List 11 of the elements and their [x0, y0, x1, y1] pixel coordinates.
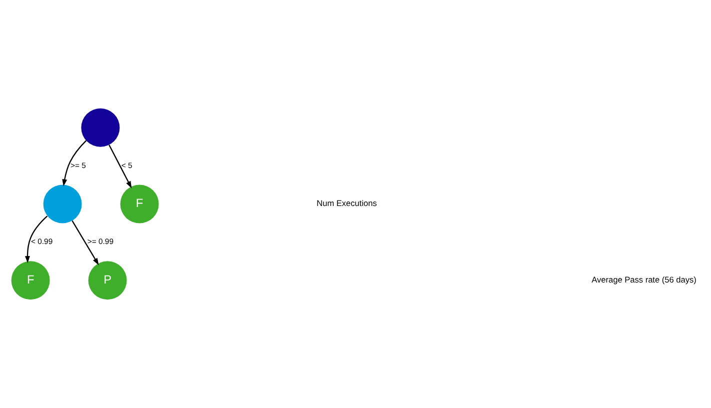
arrow [108, 144, 132, 188]
node-circle [81, 108, 120, 147]
arrow [24, 216, 48, 264]
node-circle: F [120, 184, 159, 224]
node-circle [43, 184, 82, 224]
node-circle: F [11, 261, 50, 300]
arrow [62, 140, 87, 186]
label: Average Pass rate (56 days) [592, 274, 696, 285]
arrow [72, 220, 99, 266]
label: Num Executions [316, 198, 377, 208]
node-circle: P [88, 261, 127, 300]
